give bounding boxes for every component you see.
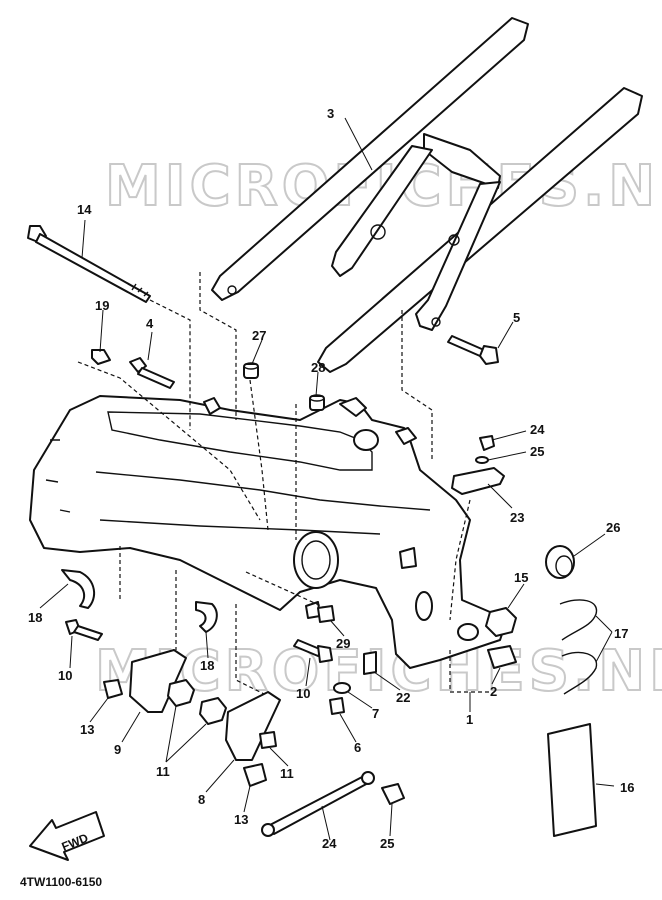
bolt-part-5 (447, 335, 499, 365)
callout-29: 29 (336, 636, 350, 651)
callout-17: 17 (614, 626, 628, 641)
bolt-part-11 (259, 731, 277, 749)
callout-leaders (39, 117, 615, 841)
callout-10-left: 10 (58, 668, 72, 683)
clamp-part-18-left (61, 569, 96, 609)
main-frame-part-1 (29, 395, 505, 669)
callout-16: 16 (620, 780, 634, 795)
callout-15: 15 (514, 570, 528, 585)
bracket-part-8 (225, 691, 281, 761)
diagram-code: 4TW1100-6150 (20, 875, 102, 889)
assembly-guide-lines (77, 272, 490, 701)
collar-part-2 (487, 645, 517, 669)
cover-part-16 (547, 723, 597, 837)
callout-4: 4 (146, 316, 154, 331)
callout-9: 9 (114, 742, 121, 757)
rod-part-24 (261, 771, 375, 837)
callout-13-upper: 13 (80, 722, 94, 737)
bracket-part-21 (451, 467, 505, 495)
washer-part-23 (475, 456, 489, 464)
bolt-part-10-right (293, 639, 333, 663)
fwd-arrow-icon: FWD (29, 811, 105, 861)
callout-21: 23 (510, 510, 524, 525)
washer-part-7 (333, 682, 351, 694)
callout-22: 24 (530, 422, 545, 437)
clamp-part-18-right (195, 601, 218, 633)
bolt-part-22 (479, 435, 495, 451)
spacer-part-29 (317, 605, 335, 623)
callout-19: 19 (95, 298, 109, 313)
rear-subframe-part-3 (211, 17, 643, 373)
bolt-part-4 (129, 357, 175, 389)
bolt-part-10-left (65, 619, 103, 641)
strap-part-17 (559, 599, 598, 695)
bracket-part-9 (129, 649, 187, 713)
callout-20: 22 (396, 690, 410, 705)
callout-26: 26 (606, 520, 620, 535)
callout-24: 24 (322, 836, 337, 851)
grommet-part-28 (309, 394, 325, 411)
callout-6: 6 (354, 740, 361, 755)
callout-8: 8 (198, 792, 205, 807)
callout-5: 5 (513, 310, 520, 325)
bolt-part-13-lower (243, 763, 267, 787)
bolt-part-6 (329, 697, 345, 715)
nut-part-12-a (167, 679, 195, 707)
callout-2: 2 (490, 684, 497, 699)
callout-10-right: 10 (296, 686, 310, 701)
clip-part-19 (91, 349, 111, 365)
bolt-part-13-upper (103, 679, 123, 699)
plug-part-26 (545, 545, 575, 579)
callout-27: 27 (252, 328, 266, 343)
long-bolt-part-14 (27, 225, 151, 303)
callout-12: 11 (156, 764, 170, 779)
nut-part-15 (485, 607, 517, 637)
callout-11: 11 (280, 766, 294, 781)
callout-18-right: 18 (200, 658, 214, 673)
callout-28: 28 (311, 360, 325, 375)
callout-13-lower: 13 (234, 812, 248, 827)
grommet-part-27 (243, 362, 259, 379)
bolt-part-25 (381, 783, 405, 805)
callout-18-left: 18 (28, 610, 42, 625)
callout-25: 25 (380, 836, 394, 851)
bolt-part-20 (363, 651, 377, 675)
callout-numbers: 3 14 4 19 27 28 5 24 25 23 26 15 17 16 1… (28, 106, 634, 851)
nut-part-12-b (199, 697, 227, 725)
callout-3: 3 (327, 106, 334, 121)
callout-23: 25 (530, 444, 544, 459)
callout-14: 14 (77, 202, 92, 217)
callout-7: 7 (372, 706, 379, 721)
callout-1: 1 (466, 712, 473, 727)
